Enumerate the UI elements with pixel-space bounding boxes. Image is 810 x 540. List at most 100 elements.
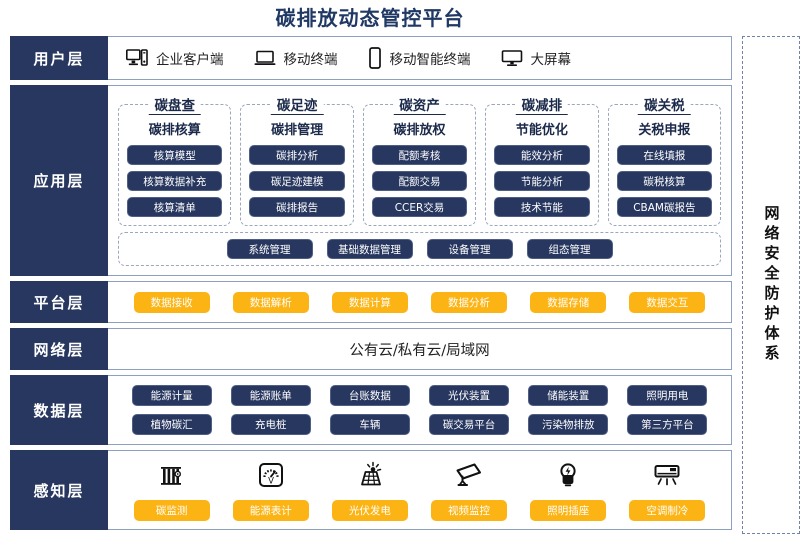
category-title: 碳足迹 [270,94,324,115]
application-feature-button[interactable]: 核算模型 [127,145,223,165]
sense-device-item[interactable]: 视频监控 [431,457,508,521]
security-system-panel: 网络安全防护体系 [742,36,800,534]
management-button-device[interactable]: 设备管理 [426,239,513,259]
data-source-button[interactable]: 台账数据 [329,385,410,406]
category-title: 碳关税 [638,94,691,115]
application-feature-button[interactable]: 节能分析 [494,171,590,191]
platform-capability-button[interactable]: 数据分析 [431,291,508,313]
application-feature-button[interactable]: 技术节能 [494,197,590,217]
desktop-tower-icon [126,49,148,67]
network-description: 公有云/私有云/局域网 [349,342,490,359]
data-source-button[interactable]: 植物碳汇 [131,414,212,435]
management-button-configuration[interactable]: 组态管理 [526,239,613,259]
user-terminal-item[interactable]: 移动智能终端 [368,47,471,69]
platform-capability-button[interactable]: 数据存储 [530,291,607,313]
platform-capability-button[interactable]: 数据解析 [232,291,309,313]
management-button-system[interactable]: 系统管理 [226,239,313,259]
layer-user-body: 企业客户端 移动终端 [108,37,731,79]
large-screen-icon [501,49,523,67]
layer-application-body: 碳盘查 碳排核算 核算模型 核算数据补充 核算清单 碳足迹 碳排管理 碳排分析 … [108,86,731,275]
application-feature-button[interactable]: 配额交易 [371,171,468,191]
solar-panel-icon [355,457,385,493]
energy-meter-icon: V [256,457,286,493]
layer-platform-label: 平台层 [10,281,108,323]
data-source-button[interactable]: 能源账单 [230,385,311,406]
user-terminal-item[interactable]: 移动终端 [254,48,338,68]
sense-device-item[interactable]: 光伏发电 [331,457,408,521]
layer-platform-body: 数据接收 数据解析 数据计算 数据分析 数据存储 数据交互 [108,282,731,322]
application-feature-button[interactable]: 核算清单 [127,197,223,217]
application-feature-button[interactable]: 碳足迹建模 [249,171,345,191]
layer-data-label: 数据层 [10,375,108,445]
category-subtitle: 碳排核算 [148,123,201,138]
layer-network: 网络层 公有云/私有云/局域网 [10,328,732,370]
data-source-button[interactable]: 光伏装置 [429,385,510,406]
smartphone-icon [368,47,382,69]
application-category-list: 碳盘查 碳排核算 核算模型 核算数据补充 核算清单 碳足迹 碳排管理 碳排分析 … [118,94,722,226]
data-source-button[interactable]: 储能装置 [528,385,609,406]
lightbulb-icon [553,457,583,493]
layer-user-label: 用户层 [10,36,108,80]
sense-device-item[interactable]: 碳监测 [133,457,210,521]
page-title: 碳排放动态管控平台 [275,6,465,30]
category-title: 碳减排 [515,94,569,115]
layer-sense-body: 碳监测 V 能源表计 [108,451,731,529]
data-source-button[interactable]: 第三方平台 [627,414,708,435]
sense-device-label[interactable]: 视频监控 [431,500,508,521]
application-feature-button[interactable]: CCER交易 [371,197,468,217]
platform-capability-list: 数据接收 数据解析 数据计算 数据分析 数据存储 数据交互 [108,282,731,322]
data-source-button[interactable]: 污染物排放 [528,414,609,435]
sense-device-item[interactable]: 空调制冷 [629,457,706,521]
application-category-carbon-reduction: 碳减排 节能优化 能效分析 节能分析 技术节能 [485,94,599,226]
platform-capability-button[interactable]: 数据计算 [331,291,408,313]
application-category-carbon-asset: 碳资产 碳排放权 配额考核 配额交易 CCER交易 [362,94,477,226]
category-subtitle: 关税申报 [638,123,691,138]
application-feature-button[interactable]: 碳排分析 [249,145,345,165]
data-source-button[interactable]: 照明用电 [627,385,708,406]
user-terminal-item[interactable]: 大屏幕 [501,48,572,68]
sense-device-label[interactable]: 空调制冷 [629,500,706,521]
layer-stack: 用户层 [10,36,732,530]
application-feature-button[interactable]: 碳排报告 [249,197,345,217]
application-feature-button[interactable]: 配额考核 [371,145,468,165]
category-subtitle: 节能优化 [515,123,568,138]
layer-data: 数据层 能源计量 能源账单 台账数据 光伏装置 储能装置 照明用电 植物碳汇 充… [10,375,732,445]
layer-network-label: 网络层 [10,328,108,370]
user-terminal-item[interactable]: 企业客户端 [126,48,224,68]
sense-device-item[interactable]: V 能源表计 [232,457,309,521]
category-title: 碳盘查 [148,94,201,115]
data-source-button[interactable]: 车辆 [329,414,410,435]
application-feature-button[interactable]: 碳税核算 [616,171,713,191]
layer-user: 用户层 [10,36,732,80]
sense-device-label[interactable]: 光伏发电 [331,500,408,521]
sense-device-list: 碳监测 V 能源表计 [108,451,731,529]
management-button-basic-data[interactable]: 基础数据管理 [326,239,413,259]
air-conditioner-icon [651,457,683,493]
application-feature-button[interactable]: 能效分析 [494,145,590,165]
data-source-button[interactable]: 能源计量 [131,385,212,406]
application-management-group: 系统管理 基础数据管理 设备管理 组态管理 [118,232,721,266]
application-category-carbon-tariff: 碳关税 关税申报 在线填报 碳税核算 CBAM碳报告 [607,94,722,226]
platform-capability-button[interactable]: 数据接收 [133,291,210,313]
layer-sense-label: 感知层 [10,450,108,530]
application-feature-button[interactable]: 在线填报 [616,145,713,165]
application-feature-button[interactable]: 核算数据补充 [127,171,223,191]
data-source-grid: 能源计量 能源账单 台账数据 光伏装置 储能装置 照明用电 植物碳汇 充电桩 车… [108,376,731,444]
application-feature-button[interactable]: CBAM碳报告 [616,197,713,217]
category-subtitle: 碳排放权 [393,123,446,138]
data-source-button[interactable]: 碳交易平台 [429,414,510,435]
sense-device-item[interactable]: 照明插座 [530,457,607,521]
user-terminal-list: 企业客户端 移动终端 [108,37,731,79]
layer-application-label: 应用层 [10,85,108,276]
user-terminal-label: 企业客户端 [156,52,224,68]
sense-device-label[interactable]: 能源表计 [232,500,309,521]
platform-capability-button[interactable]: 数据交互 [629,291,706,313]
layer-application: 应用层 碳盘查 碳排核算 核算模型 核算数据补充 核算清单 碳足迹 碳排管理 碳… [10,85,732,276]
data-source-row: 能源计量 能源账单 台账数据 光伏装置 储能装置 照明用电 [122,385,717,406]
data-source-button[interactable]: 充电桩 [230,414,311,435]
user-terminal-label: 移动终端 [283,52,338,68]
user-terminal-label: 大屏幕 [530,52,572,68]
sense-device-label[interactable]: 碳监测 [133,500,210,521]
sense-device-label[interactable]: 照明插座 [530,500,607,521]
